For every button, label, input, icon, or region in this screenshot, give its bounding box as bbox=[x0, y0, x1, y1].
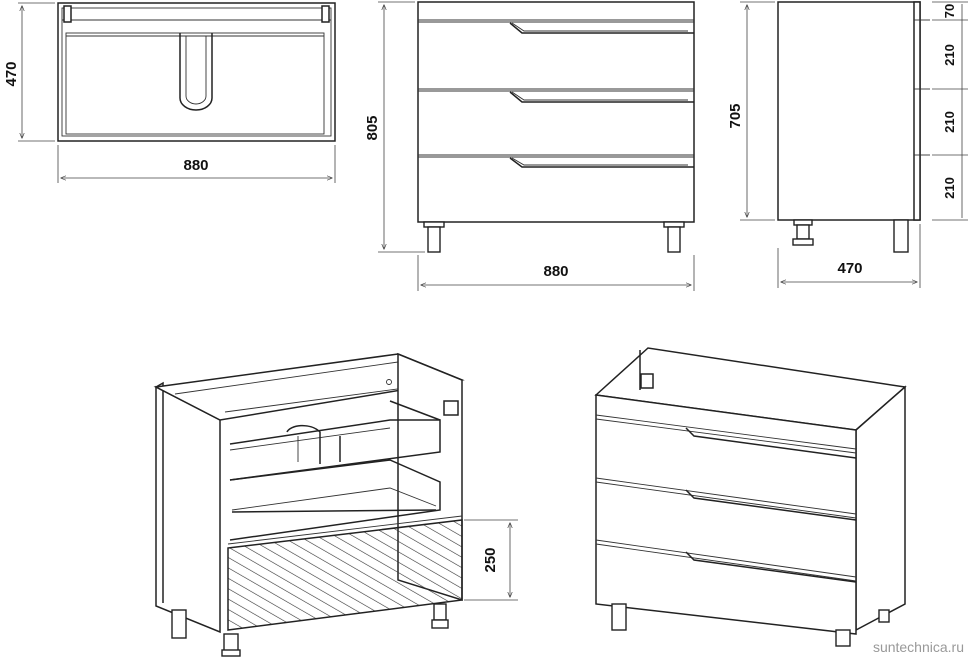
side-view: 705 70 210 210 210 470 bbox=[727, 1, 968, 288]
top-depth-label: 470 bbox=[3, 61, 20, 86]
side-drawer-label-4: 210 bbox=[942, 177, 957, 199]
side-drawer-label-2: 210 bbox=[942, 44, 957, 66]
top-width-label: 880 bbox=[183, 157, 208, 174]
side-depth-label: 470 bbox=[837, 260, 862, 277]
side-drawer-label-1: 70 bbox=[942, 4, 957, 18]
iso-drawer-height-label: 250 bbox=[482, 547, 499, 572]
front-height-label: 805 bbox=[364, 115, 381, 140]
front-view: 805 880 bbox=[364, 1, 695, 291]
watermark: suntechnica.ru bbox=[872, 639, 964, 655]
side-drawer-label-3: 210 bbox=[942, 111, 957, 133]
top-view: 470 880 bbox=[3, 2, 336, 183]
side-height-label: 705 bbox=[727, 103, 744, 128]
isometric-open-view: 250 bbox=[153, 352, 518, 657]
front-width-label: 880 bbox=[543, 263, 568, 280]
isometric-closed-view bbox=[594, 347, 907, 647]
